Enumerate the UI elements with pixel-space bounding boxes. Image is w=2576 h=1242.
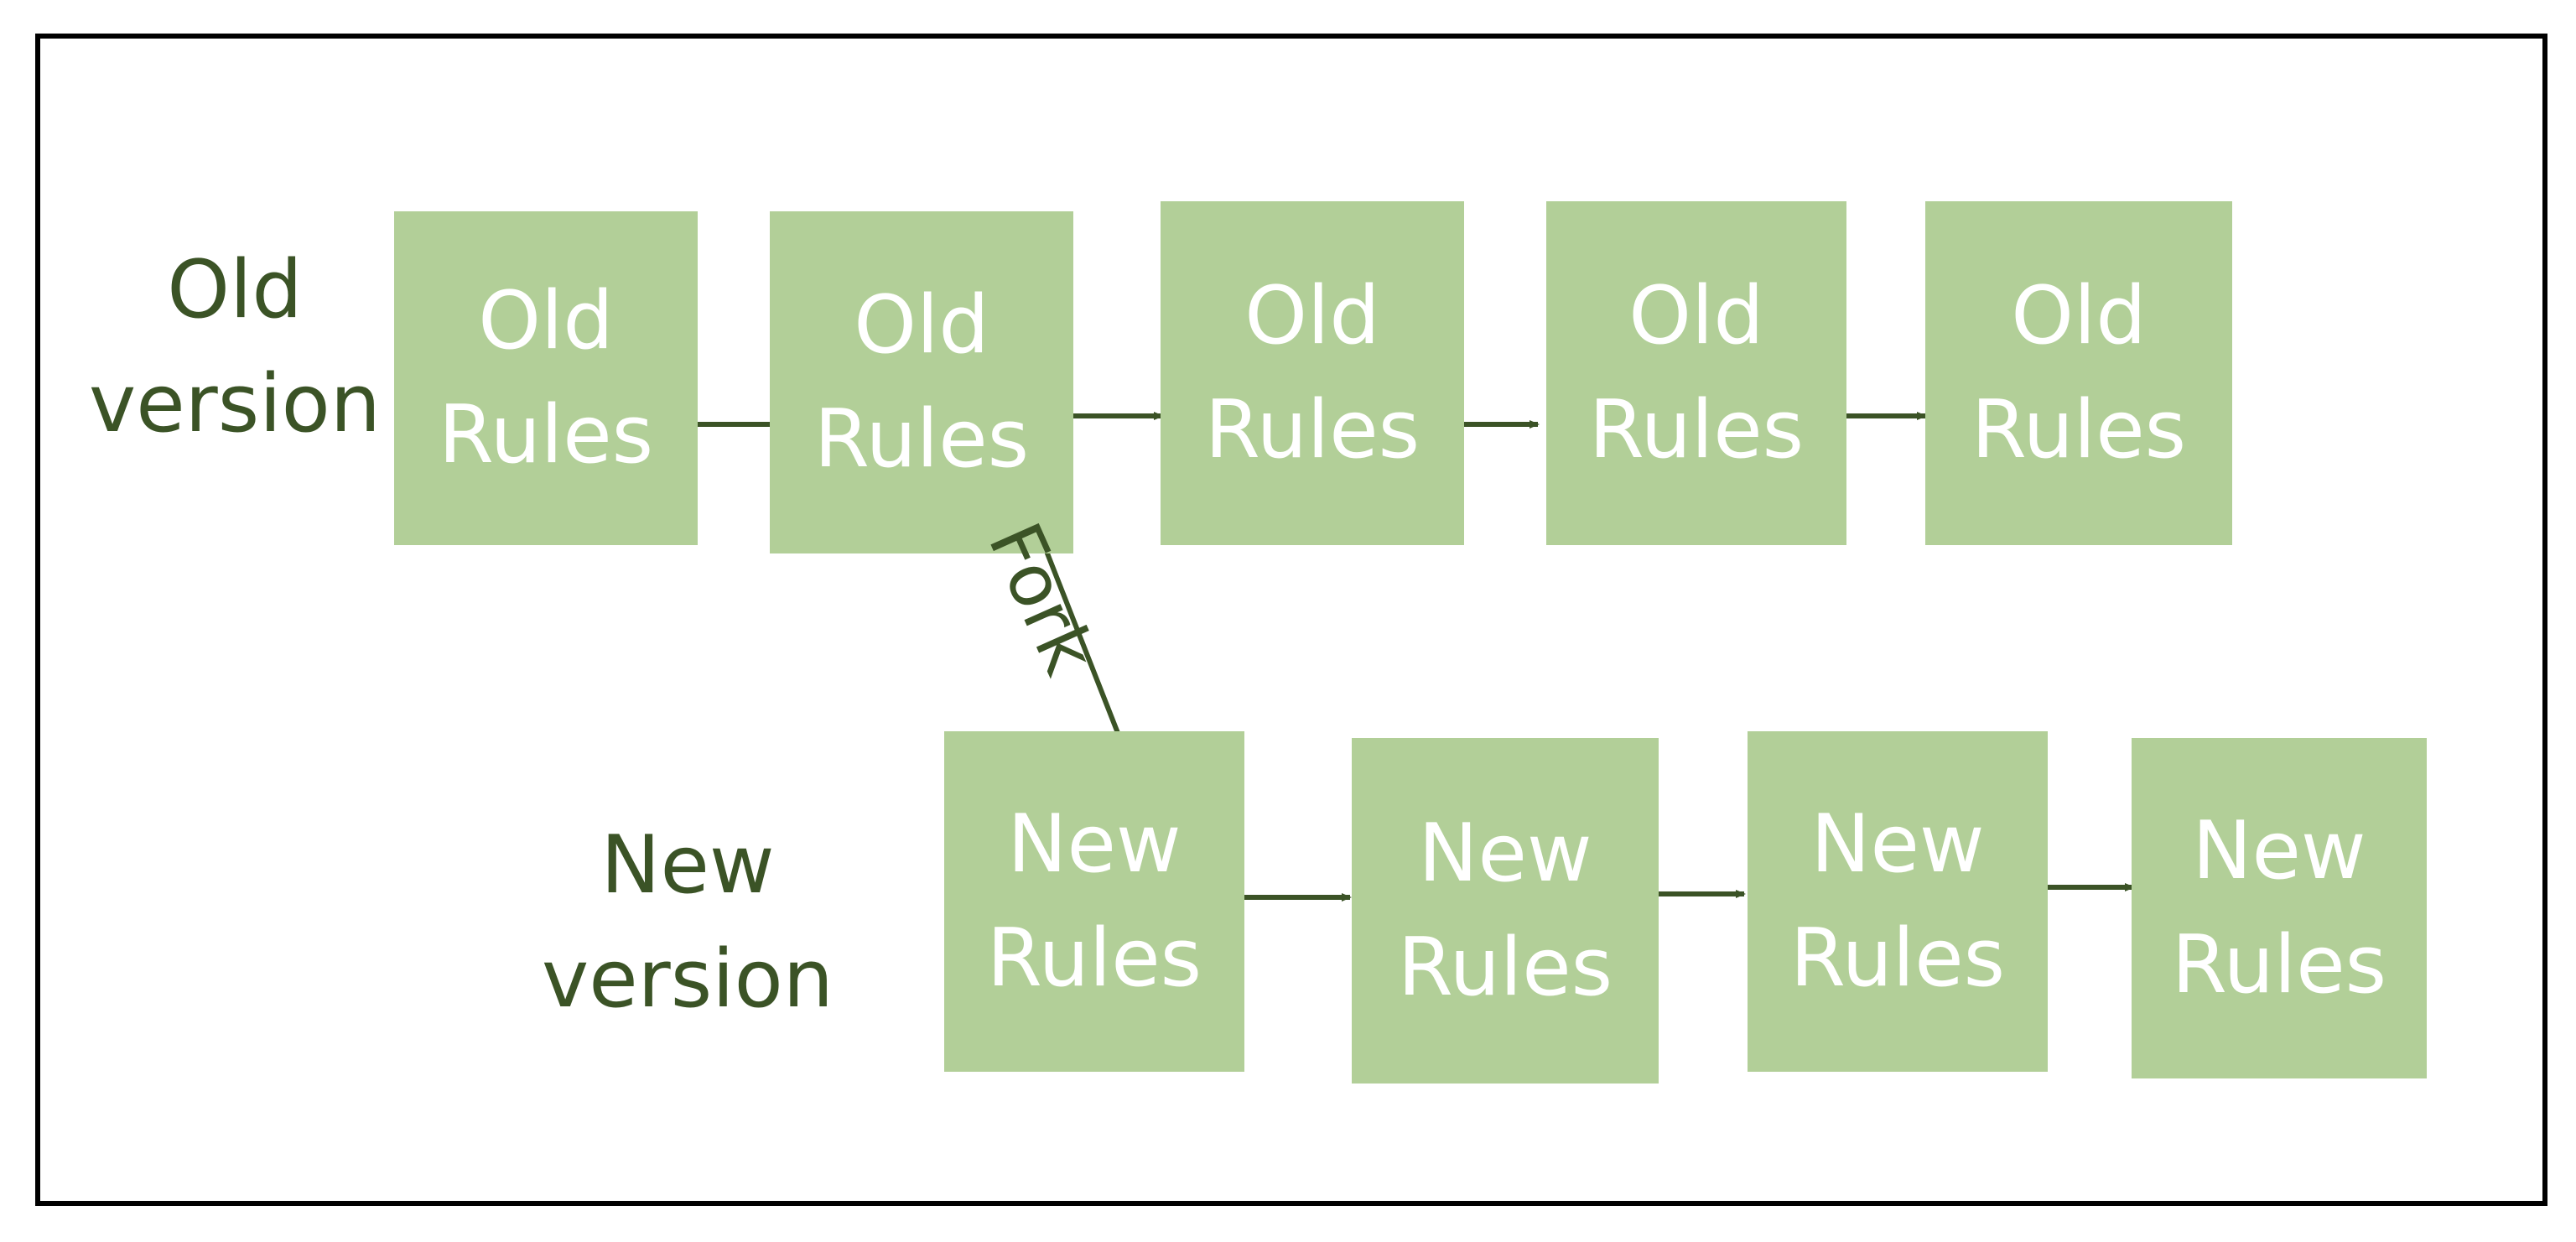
new-rules-box-4-line1: New [2192,805,2366,897]
old-version-label-line2: version [89,358,381,450]
old-rules-box-2-line1: Old [854,279,989,372]
old-rules-box-5-text: Old Rules [1971,259,2186,487]
old-rules-box-4-text: Old Rules [1589,259,1804,487]
old-version-label: Old version [75,233,394,461]
old-rules-box-2-text: Old Rules [814,268,1029,496]
old-rules-box-1-text: Old Rules [439,264,653,492]
new-rules-box-3: New Rules [1748,731,2048,1072]
new-rules-box-4: New Rules [2132,738,2427,1078]
new-rules-box-1-text: New Rules [987,787,1202,1016]
old-rules-box-4-line1: Old [1628,270,1764,362]
old-rules-box-1-line2: Rules [438,389,654,481]
old-rules-box-3-text: Old Rules [1205,259,1420,487]
new-rules-box-2-line1: New [1418,808,1592,900]
old-rules-box-4-line2: Rules [1588,384,1805,476]
new-rules-box-1-line1: New [1007,798,1182,891]
old-rules-box-5-line2: Rules [1971,384,2187,476]
new-version-label: New version [528,808,847,1037]
new-rules-box-3-line1: New [1810,798,1985,891]
old-rules-box-3-line1: Old [1244,270,1380,362]
old-rules-box-1-line1: Old [478,275,614,367]
old-rules-box-3-line2: Rules [1204,384,1420,476]
new-version-label-line1: New [600,819,775,912]
new-rules-box-1: New Rules [944,731,1244,1072]
new-rules-box-2: New Rules [1352,738,1659,1084]
old-rules-box-5-line1: Old [2011,270,2147,362]
new-version-label-line2: version [542,933,834,1026]
new-rules-box-1-line2: Rules [986,912,1202,1005]
new-rules-box-2-line2: Rules [1397,922,1613,1014]
new-rules-box-4-text: New Rules [2172,794,2386,1022]
old-rules-box-5: Old Rules [1925,201,2232,545]
old-rules-box-2-line2: Rules [813,393,1030,486]
old-rules-box-2: Old Rules [770,211,1073,553]
old-rules-box-4: Old Rules [1546,201,1846,545]
arrow-fork [1039,537,1130,758]
diagram-frame [35,34,2547,1206]
old-rules-box-1: Old Rules [394,211,698,545]
new-rules-box-4-line2: Rules [2171,919,2387,1011]
old-version-label-line1: Old [167,244,303,336]
old-rules-box-3: Old Rules [1161,201,1464,545]
new-rules-box-3-text: New Rules [1790,787,2005,1016]
new-rules-box-2-text: New Rules [1398,797,1613,1025]
new-rules-box-3-line2: Rules [1789,912,2006,1005]
